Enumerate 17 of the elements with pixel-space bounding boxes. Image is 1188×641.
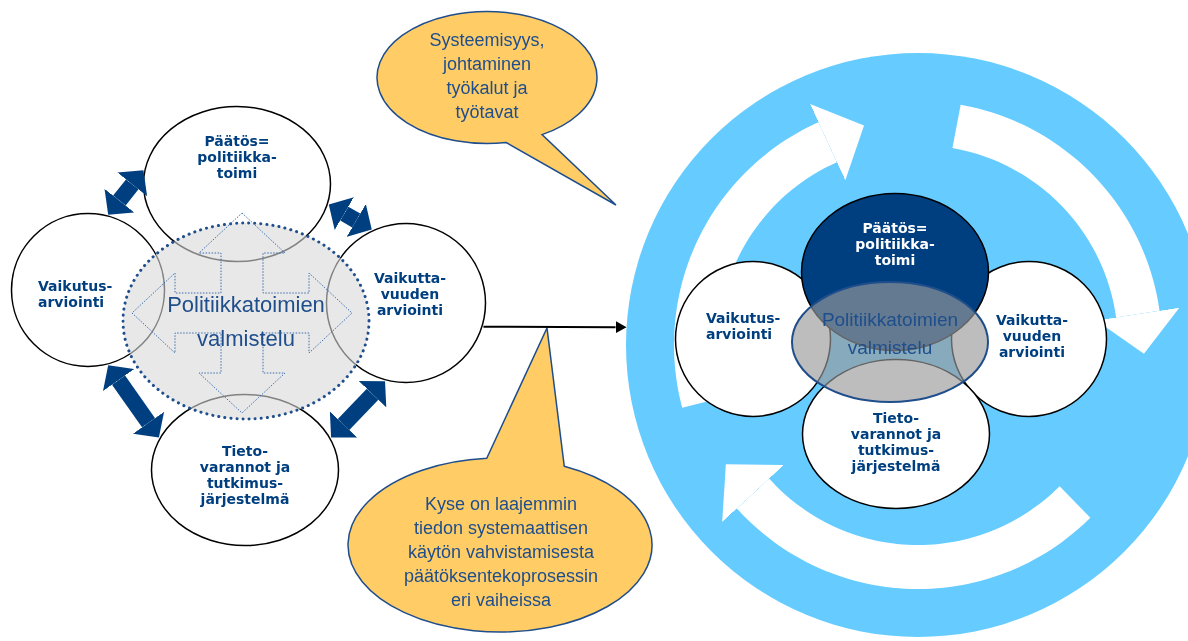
double-arrow bbox=[329, 381, 387, 438]
callout-text: Systeemisyys, johtaminen työkalut ja työtavat bbox=[428, 29, 546, 124]
double-arrow bbox=[103, 365, 165, 438]
arrow bbox=[482, 321, 627, 334]
node-label: Tieto- varannot ja tutkimus- järjestelmä bbox=[198, 443, 292, 507]
node-label: Vaikutus- arviointi bbox=[38, 278, 114, 310]
node-label: Vaikutta- vuuden arviointi bbox=[372, 270, 448, 318]
double-arrow bbox=[328, 197, 372, 237]
node-label: Tieto- varannot ja tutkimus- järjestelmä bbox=[849, 410, 943, 474]
callout-text: Kyse on laajemmin tiedon systemaattisen käytön vahvistamisesta päätöksentekoprosessin eri vaiheissa bbox=[403, 493, 599, 612]
double-arrow bbox=[104, 170, 148, 215]
node-label: Päätös= politiikka- toimi bbox=[854, 220, 936, 268]
node-label: Vaikutta- vuuden arviointi bbox=[994, 312, 1070, 360]
node-label: Politiikkatoimien valmistelu bbox=[166, 291, 326, 353]
node-label: Päätös= politiikka- toimi bbox=[196, 133, 278, 181]
node-label: Vaikutus- arviointi bbox=[706, 310, 782, 342]
node-label: Politiikkatoimien valmistelu bbox=[820, 308, 960, 360]
